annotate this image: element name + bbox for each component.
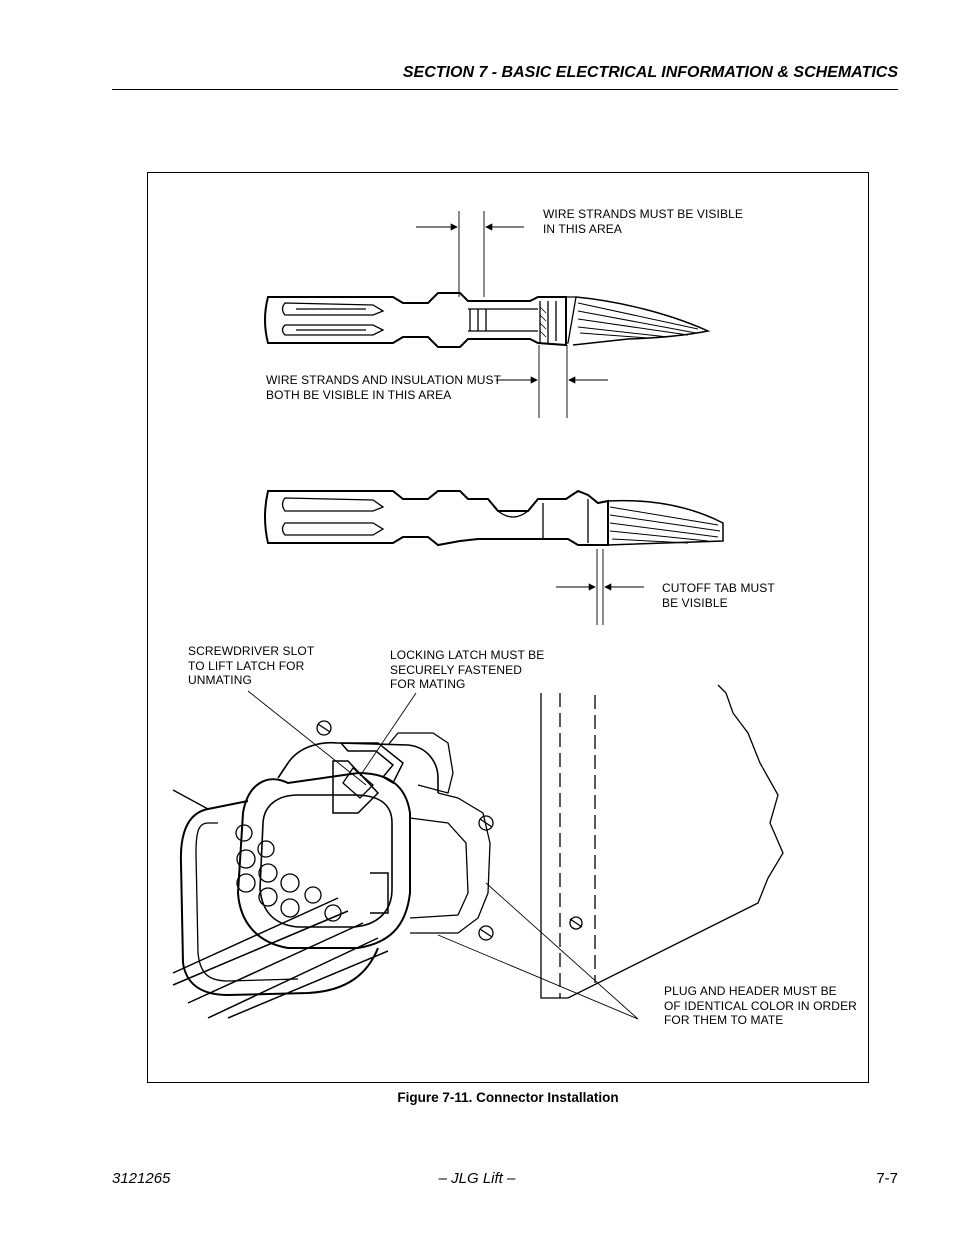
header-rule (112, 89, 898, 90)
footer-page-number: 7-7 (876, 1170, 898, 1187)
header-panel (540, 684, 784, 999)
label-wire-strands-visible: WIRE STRANDS MUST BE VISIBLE IN THIS ARE… (543, 207, 743, 236)
label-strands-and-insulation: WIRE STRANDS AND INSULATION MUST BOTH BE… (266, 373, 501, 402)
label-locking-latch: LOCKING LATCH MUST BE SECURELY FASTENED … (390, 648, 545, 691)
crimp-terminal-middle (264, 489, 724, 547)
figure-connector-installation: WIRE STRANDS MUST BE VISIBLE IN THIS ARE… (147, 172, 869, 1083)
connector-illustration (172, 211, 784, 1020)
figure-caption: Figure 7-11. Connector Installation (397, 1090, 619, 1105)
section-header: SECTION 7 - BASIC ELECTRICAL INFORMATION… (402, 64, 898, 81)
footer-doc-number: 3121265 (112, 1170, 171, 1187)
label-plug-header-color: PLUG AND HEADER MUST BE OF IDENTICAL COL… (664, 984, 857, 1027)
label-cutoff-tab: CUTOFF TAB MUST BE VISIBLE (662, 581, 775, 610)
crimp-terminal-top (264, 292, 711, 348)
footer-publisher: – JLG Lift – (438, 1170, 516, 1187)
label-screwdriver-slot: SCREWDRIVER SLOT TO LIFT LATCH FOR UNMAT… (188, 644, 315, 687)
connector-plug (172, 720, 494, 1019)
